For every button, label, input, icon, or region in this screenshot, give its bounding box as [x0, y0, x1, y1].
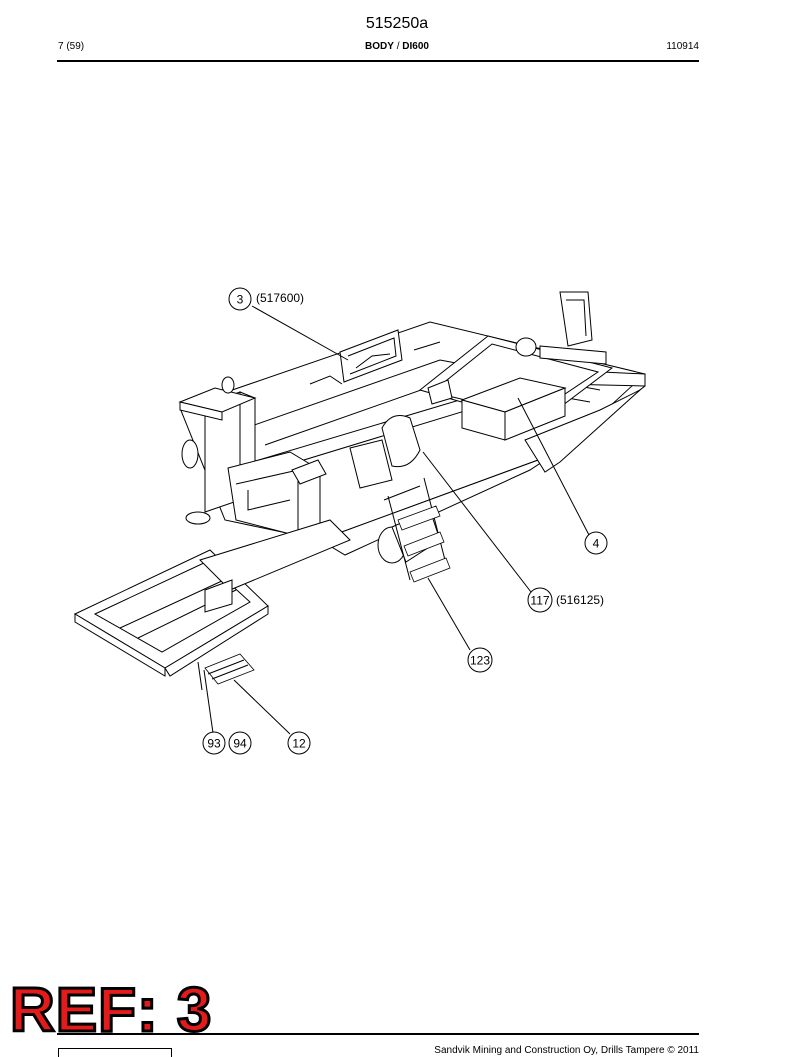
callout-label: 12: [292, 737, 306, 751]
callout-4[interactable]: 4: [584, 531, 608, 555]
section-separator: /: [393, 41, 403, 52]
body-chassis-drawing: [73, 291, 647, 691]
callout-94[interactable]: 94: [228, 731, 252, 755]
callout-93[interactable]: 93: [202, 731, 226, 755]
section-name: BODY: [365, 41, 394, 52]
callout-label: 4: [593, 537, 600, 551]
callout-part-number: (516125): [556, 593, 604, 607]
callout-label: 117: [530, 594, 549, 608]
callout-3[interactable]: 3 (517600): [228, 287, 304, 311]
model-name: DI600: [402, 41, 429, 52]
callout-123[interactable]: 123: [467, 647, 493, 673]
footer-copyright: Sandvik Mining and Construction Oy, Dril…: [434, 1045, 699, 1056]
header-rule: [57, 60, 699, 62]
callout-label: 94: [233, 737, 247, 751]
callout-label: 93: [207, 737, 221, 751]
callout-part-number: (517600): [256, 291, 304, 305]
page-number: 7 (59): [58, 41, 85, 52]
callout-label: 3: [237, 293, 244, 307]
callout-label: 123: [470, 654, 490, 668]
leader-lines: [203, 305, 590, 735]
section-title: BODY / DI600: [0, 41, 794, 52]
callout-117[interactable]: 117 (516125): [527, 587, 604, 613]
document-number: 515250a: [365, 15, 429, 32]
reference-stamp: REF: 3: [8, 976, 213, 1045]
callout-12[interactable]: 12: [287, 731, 311, 755]
date-code: 110914: [666, 41, 699, 52]
footer-rule: [57, 1033, 699, 1035]
